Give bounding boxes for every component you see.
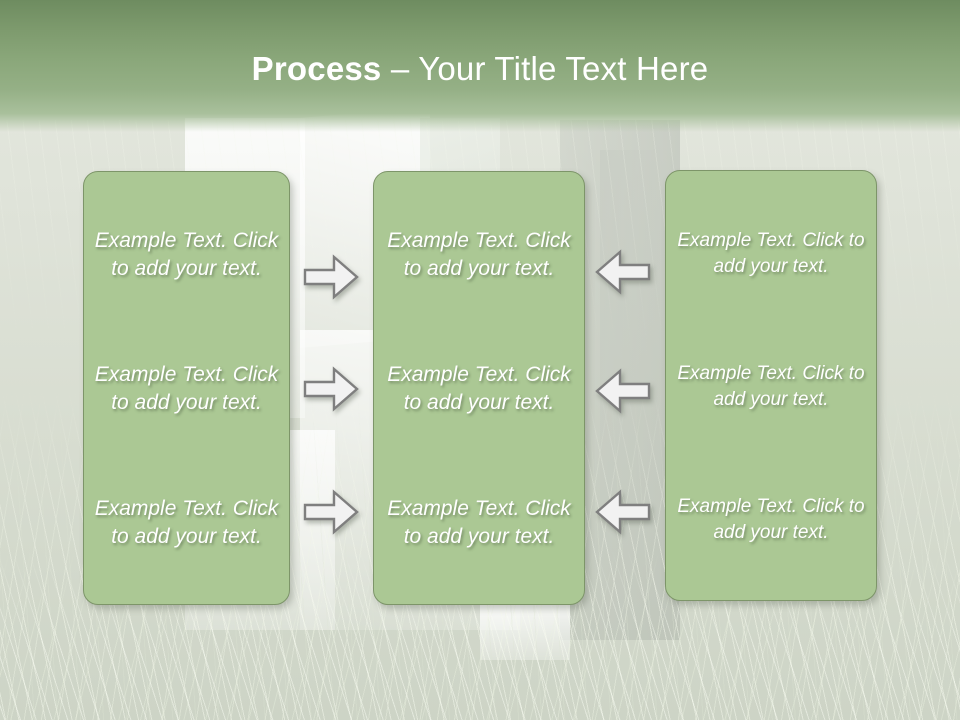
text-placeholder-right-3[interactable]: Example Text. Click to add your text.	[677, 496, 865, 543]
text-placeholder-middle-2[interactable]: Example Text. Click to add your text.	[387, 363, 571, 414]
text-placeholder-middle-1[interactable]: Example Text. Click to add your text.	[387, 229, 571, 280]
background-panel-shape	[480, 600, 570, 660]
text-placeholder-right-1[interactable]: Example Text. Click to add your text.	[677, 230, 865, 277]
text-placeholder-left-1[interactable]: Example Text. Click to add your text.	[94, 229, 279, 280]
page-title-separator: –	[381, 50, 419, 87]
page-title: Process – Your Title Text Here	[0, 49, 960, 89]
text-placeholder-left-3[interactable]: Example Text. Click to add your text.	[94, 497, 279, 548]
text-placeholder-middle-3[interactable]: Example Text. Click to add your text.	[387, 497, 571, 548]
arrow-right-icon[interactable]	[303, 366, 359, 412]
text-box-middle-column[interactable]: Example Text. Click to add your text. Ex…	[373, 171, 585, 605]
arrow-right-icon[interactable]	[303, 254, 359, 300]
page-title-bold: Process	[251, 50, 382, 87]
text-box-left-column[interactable]: Example Text. Click to add your text. Ex…	[83, 171, 290, 605]
arrow-right-icon[interactable]	[303, 489, 359, 535]
text-box-right-column[interactable]: Example Text. Click to add your text. Ex…	[665, 170, 877, 601]
text-placeholder-left-2[interactable]: Example Text. Click to add your text.	[94, 363, 279, 414]
arrow-left-icon[interactable]	[595, 368, 651, 414]
arrow-left-icon[interactable]	[595, 489, 651, 535]
arrow-left-icon[interactable]	[595, 249, 651, 295]
text-placeholder-right-2[interactable]: Example Text. Click to add your text.	[677, 363, 865, 410]
title-band	[0, 0, 960, 132]
page-title-rest: Your Title Text Here	[418, 50, 709, 87]
